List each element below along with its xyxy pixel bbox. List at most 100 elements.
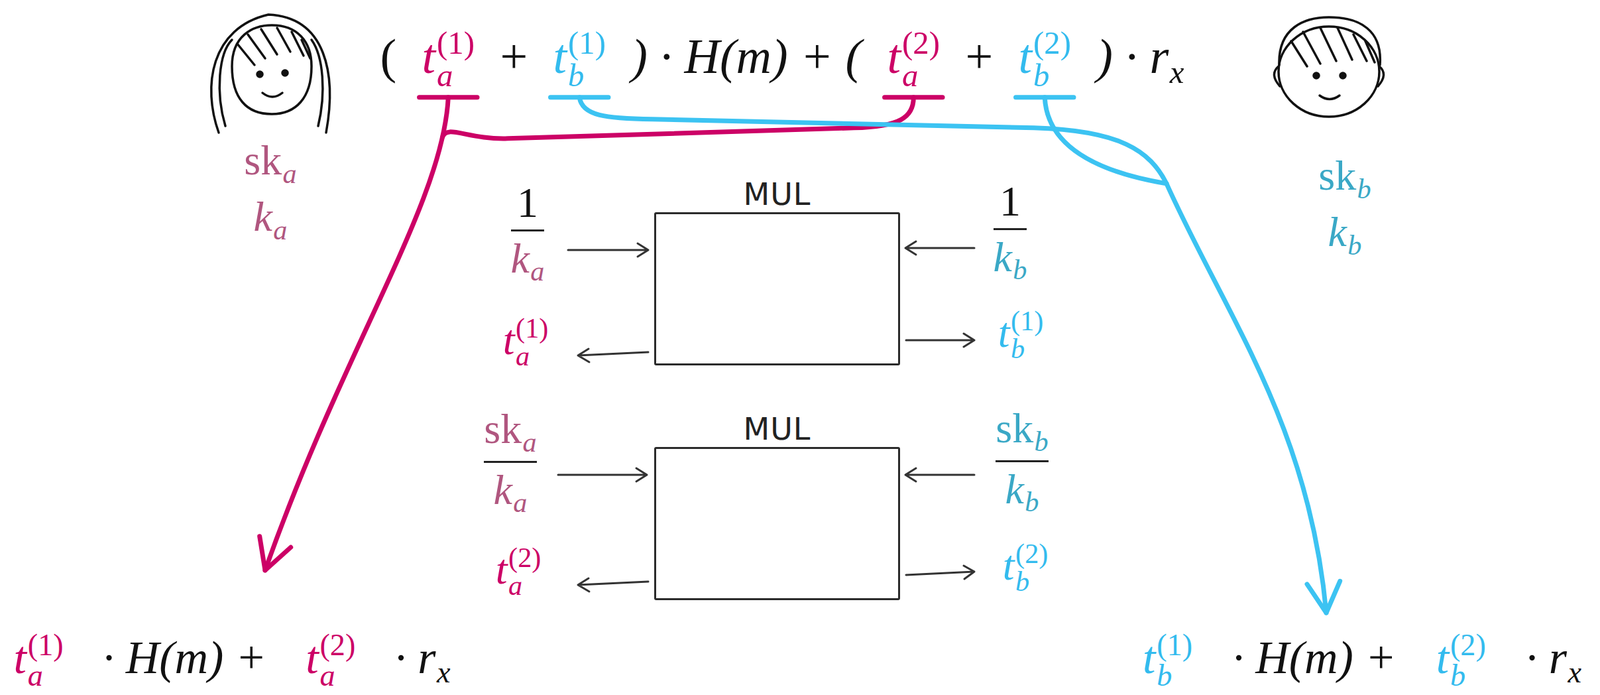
variable: t: [1002, 541, 1015, 589]
t-term: t(1)a: [13, 629, 64, 691]
script-stack: (2)a: [508, 543, 541, 600]
alice-secret: ska: [243, 135, 297, 190]
mul-output: t(2)b: [1002, 539, 1049, 596]
hair-outline: [211, 14, 331, 133]
script-stack: (2)b: [1033, 27, 1072, 93]
output-arrow: [577, 577, 649, 592]
variable: t: [998, 308, 1011, 356]
variable: k: [1005, 465, 1025, 513]
formula-text: · H(m) +: [1232, 630, 1396, 685]
numeral: 1: [516, 179, 539, 227]
subscript: b: [1034, 425, 1049, 457]
subscript: x: [1169, 53, 1185, 91]
subscript: x: [436, 654, 451, 689]
input-arrow: [568, 243, 649, 257]
superscript: (1): [1010, 306, 1044, 335]
mul-output: t(1)a: [503, 314, 549, 370]
t-term: t(2)b: [1002, 539, 1049, 596]
formula-text: ) · H(m) + (: [630, 28, 862, 85]
variable: ) · r: [1096, 29, 1169, 84]
variable: t: [1142, 631, 1156, 683]
ears: [1273, 66, 1384, 87]
head: [231, 25, 312, 115]
head: [1278, 26, 1380, 117]
script-stack: (2)a: [319, 629, 356, 691]
subscript: a: [530, 255, 545, 287]
superscript: (2): [902, 27, 940, 60]
smile: [262, 92, 283, 97]
subscript: a: [273, 214, 287, 246]
subscript: b: [1012, 253, 1027, 286]
subscript: x: [1567, 654, 1582, 689]
variable: t: [553, 29, 568, 84]
t-term: t(1)a: [503, 314, 549, 370]
superscript: (2): [508, 543, 541, 572]
script-stack: (1)b: [1010, 306, 1044, 363]
variable: t: [887, 29, 902, 84]
t-term: t(2)b: [1018, 27, 1072, 93]
superscript: (2): [1015, 539, 1048, 568]
subscript: a: [27, 660, 64, 691]
subscript: a: [319, 660, 356, 691]
variable: t: [422, 29, 437, 84]
mul-box: MUL: [654, 446, 901, 600]
subscripted: ska: [483, 405, 537, 458]
superscript: (1): [1156, 629, 1193, 661]
fringe: [1291, 27, 1375, 67]
eye: [1313, 72, 1319, 79]
variable: t: [503, 316, 515, 364]
alice-face: [211, 14, 331, 133]
t-term: t(2)a: [305, 629, 356, 691]
superscript: (2): [1450, 629, 1486, 661]
operator: +: [965, 28, 993, 85]
arrow-head: [259, 536, 291, 571]
script-stack: (1)b: [1156, 629, 1193, 691]
subscript: b: [1010, 334, 1044, 363]
superscript: (1): [27, 629, 64, 661]
box-heading: MUL: [656, 412, 899, 447]
t-term: t(2)a: [887, 27, 940, 93]
variable: k: [1328, 208, 1347, 256]
numeral: 1: [999, 178, 1021, 225]
variable: t: [1436, 631, 1449, 683]
bob-face: [1273, 17, 1384, 117]
variable: t: [495, 545, 508, 593]
variable: sk: [243, 136, 282, 184]
sum-arrow: [265, 97, 449, 571]
superscript: (1): [568, 27, 606, 60]
t-term: t(1)a: [422, 27, 475, 93]
subscript: a: [283, 157, 297, 189]
subscript: b: [1347, 229, 1362, 261]
variable: t: [305, 631, 319, 683]
fraction-bar: [511, 229, 545, 232]
t-term: t(1)b: [998, 306, 1044, 363]
subscript: b: [1450, 660, 1486, 691]
fraction: skb kb: [995, 404, 1048, 517]
subscripted: kb: [1005, 465, 1040, 518]
script-stack: (2)b: [1015, 539, 1048, 596]
fraction-bar: [995, 459, 1048, 462]
script-stack: (2)b: [1450, 629, 1486, 691]
superscript: (2): [319, 629, 356, 661]
superscript: (2): [1033, 27, 1072, 60]
subscripted: ) · rx: [1096, 28, 1184, 91]
subscripted: ka: [511, 235, 545, 287]
subscripted: skb: [995, 404, 1048, 457]
t-term: t(2)a: [495, 543, 542, 600]
input-arrow: [558, 467, 647, 482]
fringe: [237, 27, 311, 65]
variable: t: [1018, 29, 1033, 84]
fraction: skaka: [483, 405, 537, 518]
sum-arrow: [579, 97, 1327, 613]
mul-output: t(2)a: [495, 543, 542, 600]
variable: · r: [1525, 631, 1567, 683]
input-arrow: [905, 241, 975, 255]
fraction-bar: [993, 228, 1028, 230]
parenthesis: (: [380, 28, 398, 85]
subscript: b: [1156, 660, 1193, 691]
smile: [1319, 95, 1340, 100]
subscript: b: [568, 59, 606, 93]
